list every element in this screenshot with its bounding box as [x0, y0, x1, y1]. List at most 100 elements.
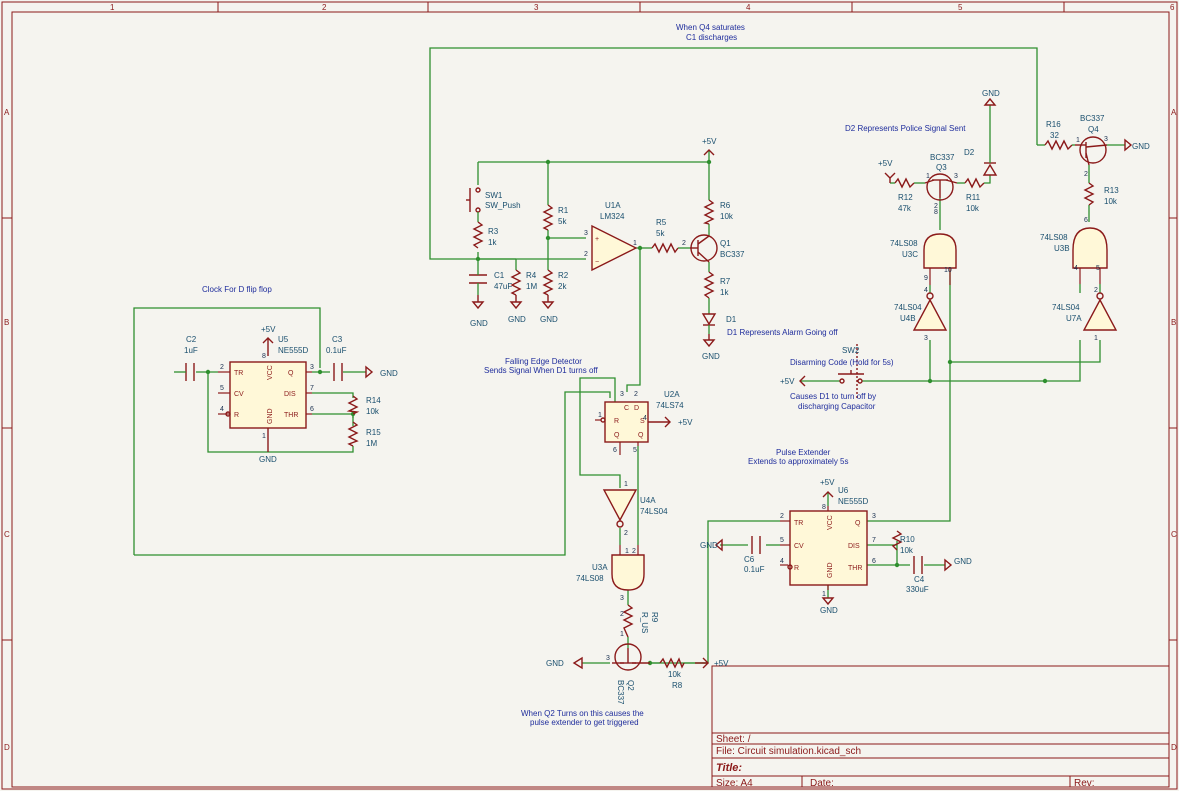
svg-text:4: 4 [220, 406, 224, 413]
svg-text:1: 1 [822, 591, 826, 598]
svg-text:GND: GND [267, 408, 274, 424]
svg-text:VCC: VCC [267, 365, 274, 380]
u4a-inverter: 1 2 U4A 74LS04 [602, 481, 668, 537]
col-label-6: 6 [1170, 3, 1175, 12]
u3c-and-gate: 9 10 8 74LS08 U3C [890, 209, 957, 285]
note-d2-police: D2 Represents Police Signal Sent [845, 124, 966, 133]
svg-text:6: 6 [613, 447, 617, 454]
svg-text:DIS: DIS [848, 543, 860, 550]
r14-resistor: R14 10k [346, 395, 381, 416]
svg-text:5k: 5k [558, 217, 567, 226]
col-label-1: 1 [110, 3, 115, 12]
svg-text:8: 8 [262, 353, 266, 360]
svg-text:3: 3 [620, 595, 624, 602]
gnd-q4: GND [1124, 138, 1150, 152]
svg-text:R9: R9 [650, 612, 659, 623]
svg-text:4: 4 [924, 287, 928, 294]
svg-text:THR: THR [284, 412, 298, 419]
svg-text:THR: THR [848, 565, 862, 572]
note-extends-5s: Extends to approximately 5s [748, 457, 849, 466]
svg-text:3: 3 [954, 173, 958, 180]
svg-text:Q1: Q1 [720, 239, 731, 248]
svg-text:1: 1 [926, 173, 930, 180]
svg-text:GND: GND [508, 315, 526, 324]
svg-text:10: 10 [944, 267, 952, 274]
title-block: Sheet: / File: Circuit simulation.kicad_… [711, 665, 1170, 789]
svg-text:1: 1 [598, 412, 602, 419]
svg-text:U4B: U4B [900, 314, 916, 323]
svg-text:4: 4 [643, 415, 647, 422]
svg-text:GND: GND [380, 369, 398, 378]
gnd-u6: GND [820, 597, 838, 615]
svg-text:2: 2 [780, 513, 784, 520]
svg-text:GND: GND [702, 352, 720, 361]
svg-text:5: 5 [220, 385, 224, 392]
gnd-c1: GND [470, 295, 488, 328]
svg-text:47k: 47k [898, 204, 912, 213]
svg-text:32: 32 [1050, 131, 1059, 140]
svg-text:Q4: Q4 [1088, 125, 1099, 134]
row-label-a-right: A [1171, 108, 1177, 117]
svg-text:3: 3 [310, 364, 314, 371]
svg-text:2: 2 [620, 611, 624, 618]
svg-text:5k: 5k [656, 229, 665, 238]
svg-text:0.1uF: 0.1uF [326, 346, 347, 355]
svg-text:NE555D: NE555D [278, 346, 308, 355]
r6-resistor: R6 10k [702, 199, 734, 225]
svg-text:BC337: BC337 [1080, 114, 1105, 123]
svg-text:TR: TR [794, 520, 803, 527]
q2-transistor: 3 Q2 BC337 [606, 643, 650, 705]
r13-resistor: R13 10k [1083, 182, 1119, 206]
svg-text:GND: GND [1132, 142, 1150, 151]
svg-text:5: 5 [633, 447, 637, 454]
u1a-opamp: + − 3 2 1 U1A LM324 [584, 201, 638, 272]
svg-text:BC337: BC337 [720, 250, 745, 259]
svg-text:U1A: U1A [605, 201, 621, 210]
note-pulse-triggered: pulse extender to get triggered [530, 718, 639, 727]
r8-resistor: 10k R8 [659, 657, 685, 690]
q3-transistor: 1 3 2 BC337 Q3 [924, 153, 958, 210]
svg-text:Q: Q [614, 432, 620, 439]
svg-text:U3B: U3B [1054, 244, 1070, 253]
title-block-rev: Rev: [1074, 778, 1095, 789]
r4-resistor: R4 1M [510, 269, 537, 296]
svg-text:7: 7 [872, 537, 876, 544]
svg-text:8: 8 [822, 504, 826, 511]
svg-text:CV: CV [794, 543, 804, 550]
svg-text:R15: R15 [366, 428, 381, 437]
svg-text:6: 6 [872, 558, 876, 565]
q4-transistor: 1 3 2 BC337 Q4 [1075, 114, 1108, 178]
power-plus5-r8: +5V [695, 657, 729, 669]
row-label-c: C [4, 530, 10, 539]
svg-text:SW1: SW1 [485, 191, 503, 200]
c3-capacitor: C3 0.1uF [326, 335, 347, 381]
svg-text:GND: GND [259, 455, 277, 464]
junctions [205, 159, 1048, 666]
svg-text:GND: GND [954, 557, 972, 566]
svg-text:DIS: DIS [284, 391, 296, 398]
r10-resistor: R10 10k [891, 530, 915, 555]
svg-text:+: + [595, 236, 599, 243]
svg-text:R3: R3 [488, 227, 499, 236]
svg-text:2: 2 [584, 251, 588, 258]
svg-text:U7A: U7A [1066, 314, 1082, 323]
power-plus5-r12: +5V [878, 159, 896, 183]
svg-text:R_US: R_US [640, 612, 649, 633]
annotations: When Q4 saturates C1 discharges D2 Repre… [202, 23, 966, 727]
svg-text:4: 4 [1074, 265, 1078, 272]
u6-ne555: TR CV R Q DIS THR VCC GND 2 5 4 3 7 6 8 … [780, 486, 876, 598]
svg-text:1: 1 [620, 631, 624, 638]
svg-text:9: 9 [924, 275, 928, 282]
power-plus5-top: +5V [702, 137, 717, 156]
gnd-d2: GND [982, 89, 1000, 106]
r15-resistor: R15 1M [347, 421, 381, 448]
note-c1-discharges: C1 discharges [686, 33, 737, 42]
svg-text:1M: 1M [526, 282, 537, 291]
svg-text:Q: Q [288, 370, 294, 377]
gnd-c3: GND [365, 365, 398, 379]
r5-resistor: R5 5k [651, 218, 679, 254]
sw2-pushbutton: SW2 [838, 344, 864, 400]
gnd-r2: GND [540, 295, 558, 324]
